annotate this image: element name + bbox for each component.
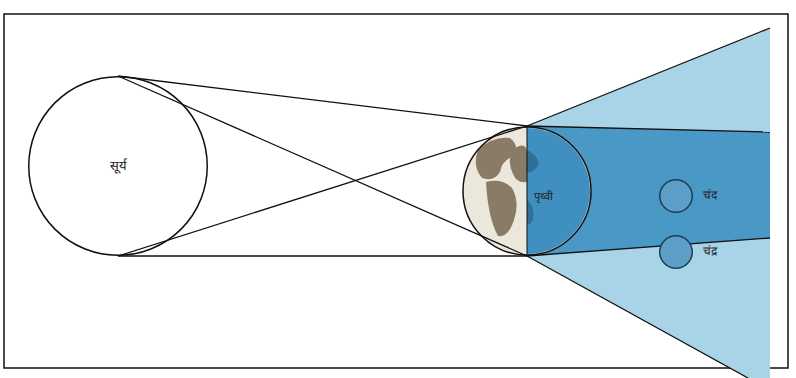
sun-circle: सूर्य	[28, 76, 208, 256]
node-label: पृथ्वी	[534, 191, 553, 203]
penumbra	[527, 28, 770, 378]
node-outline	[659, 235, 693, 269]
moon-circle: चंद	[659, 179, 693, 213]
node-label: चंद	[703, 189, 717, 202]
node-label: चंद्र	[703, 245, 717, 258]
node-label: सूर्य	[110, 159, 127, 173]
earth-circle: पृथ्वी	[463, 127, 591, 255]
umbra	[527, 126, 770, 256]
node-outline	[463, 127, 591, 255]
node-outline	[659, 179, 693, 213]
moon-circle: चंद्र	[659, 235, 693, 269]
light-rays	[118, 28, 770, 378]
